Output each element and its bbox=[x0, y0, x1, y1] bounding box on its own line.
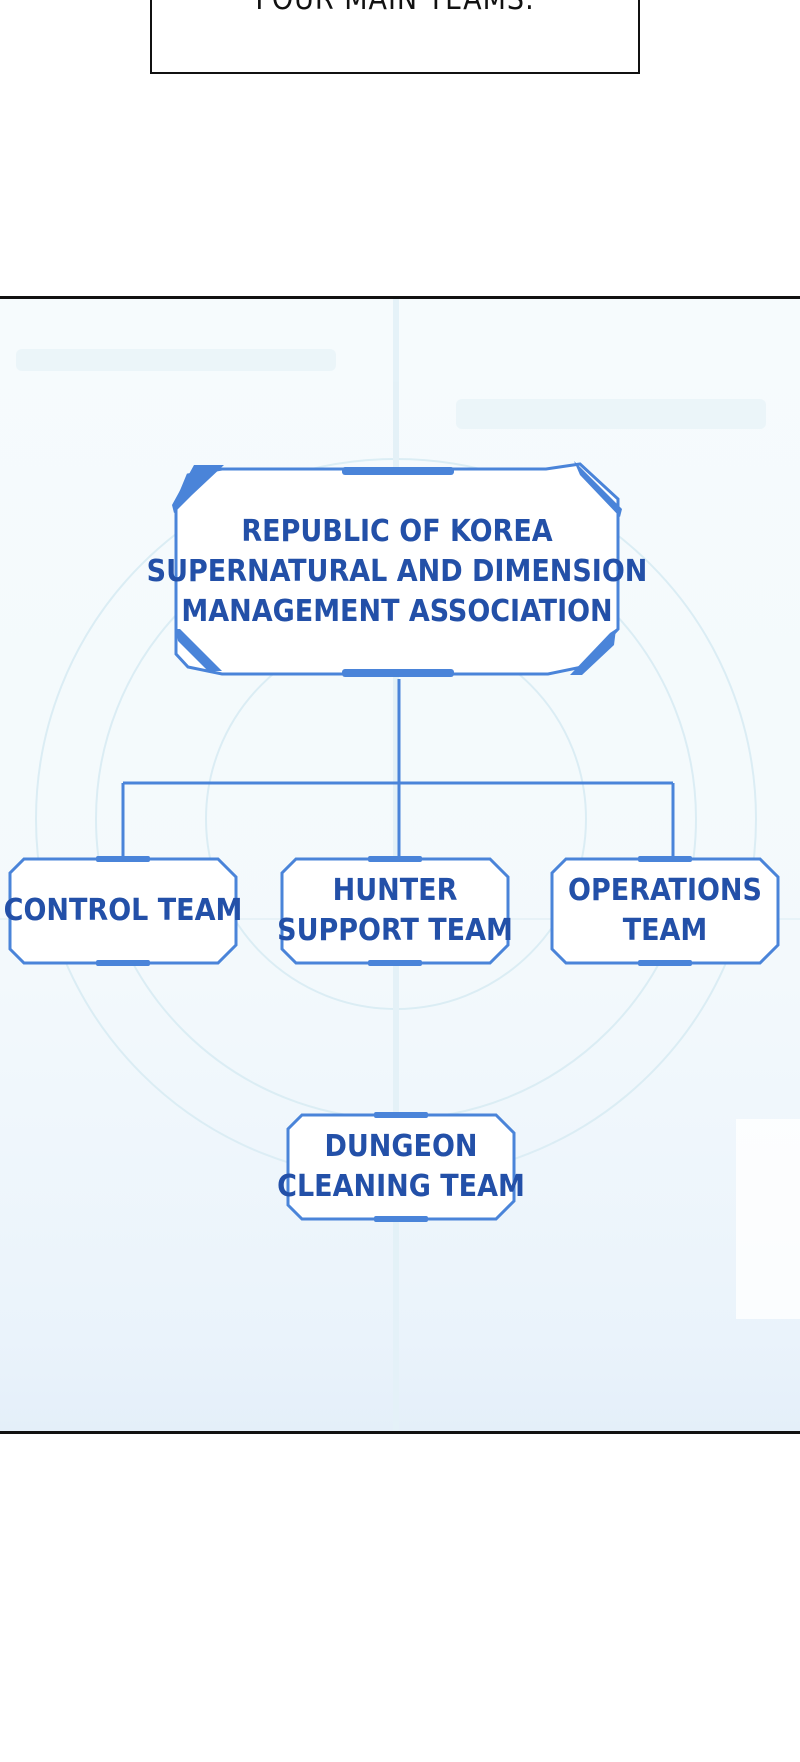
team-node-hunter-support: HUNTER SUPPORT TEAM bbox=[277, 859, 513, 963]
team-hunter-line-1: HUNTER bbox=[332, 873, 458, 908]
team-node-operations: OPERATIONS TEAM bbox=[552, 859, 778, 963]
team-operations-line-2: TEAM bbox=[622, 913, 708, 948]
team-hunter-line-2: SUPPORT TEAM bbox=[277, 913, 513, 948]
caption-text: FOUR MAIN TEAMS. bbox=[152, 0, 638, 17]
root-node-label: REPUBLIC OF KOREA SUPERNATURAL AND DIMEN… bbox=[147, 469, 648, 674]
connector-lines bbox=[121, 679, 675, 859]
root-line-1: REPUBLIC OF KOREA bbox=[241, 513, 553, 549]
team-node-frames bbox=[8, 857, 780, 1221]
root-line-2: SUPERNATURAL AND DIMENSION bbox=[146, 553, 648, 589]
caption-box: FOUR MAIN TEAMS. bbox=[150, 0, 640, 74]
org-chart-panel: REPUBLIC OF KOREA SUPERNATURAL AND DIMEN… bbox=[0, 296, 800, 1434]
team-node-tabs bbox=[96, 856, 692, 1222]
root-node-accents bbox=[172, 461, 622, 677]
team-operations-line-1: OPERATIONS bbox=[568, 873, 762, 908]
panel-background bbox=[0, 299, 800, 1431]
team-node-dungeon-cleaning: DUNGEON CLEANING TEAM bbox=[277, 1115, 525, 1219]
root-line-3: MANAGEMENT ASSOCIATION bbox=[181, 593, 613, 629]
team-dungeon-line-2: CLEANING TEAM bbox=[277, 1169, 525, 1204]
team-dungeon-line-1: DUNGEON bbox=[324, 1129, 478, 1164]
team-control-line-1: CONTROL TEAM bbox=[3, 893, 243, 928]
team-node-control: CONTROL TEAM bbox=[4, 859, 243, 963]
